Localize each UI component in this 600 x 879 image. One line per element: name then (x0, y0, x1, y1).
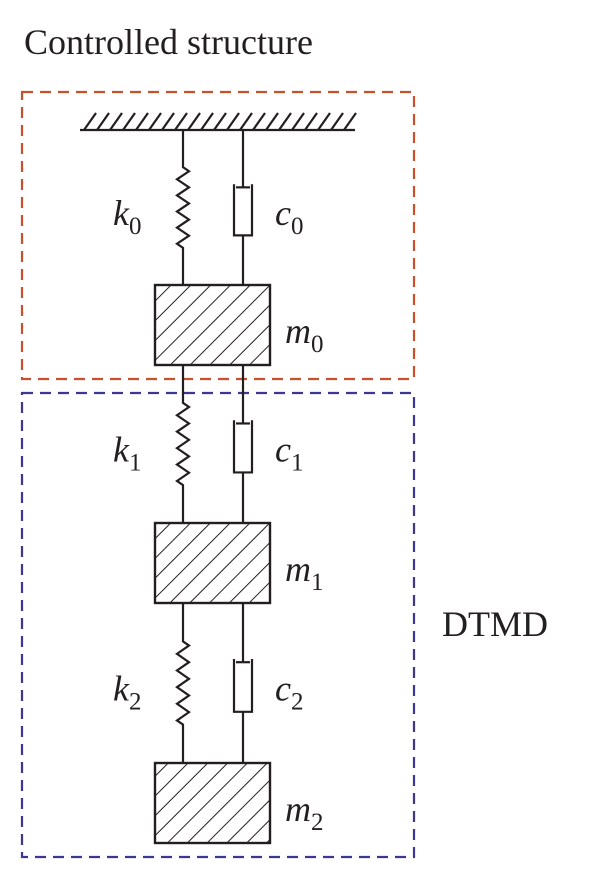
label-c1: c1 (275, 429, 303, 476)
damper-c2 (232, 603, 254, 763)
mass-m2 (153, 761, 272, 845)
damper-c0 (232, 130, 254, 285)
level-0: k0 c0 m0 (113, 130, 324, 367)
label-c0: c0 (275, 193, 303, 240)
mass-m0 (153, 283, 272, 367)
label-m2: m2 (285, 789, 324, 836)
level-2: k2 c2 m2 (113, 603, 324, 845)
level-1: k1 c1 m1 (113, 365, 324, 605)
dtmd-label: DTMD (442, 604, 548, 644)
fixed-support (80, 112, 357, 132)
controlled-structure-box (20, 90, 416, 381)
label-k2: k2 (113, 669, 141, 716)
label-m0: m0 (285, 311, 324, 358)
spring-k2 (175, 603, 191, 763)
dtmd-box (20, 391, 416, 859)
spring-k1 (175, 365, 191, 523)
label-k0: k0 (113, 193, 141, 240)
damper-c1 (232, 365, 254, 523)
label-k1: k1 (113, 429, 141, 476)
spring-k0 (175, 130, 191, 285)
mass-m1 (153, 521, 272, 605)
diagram-title: Controlled structure (24, 22, 313, 62)
label-c2: c2 (275, 669, 303, 716)
label-m1: m1 (285, 549, 324, 596)
